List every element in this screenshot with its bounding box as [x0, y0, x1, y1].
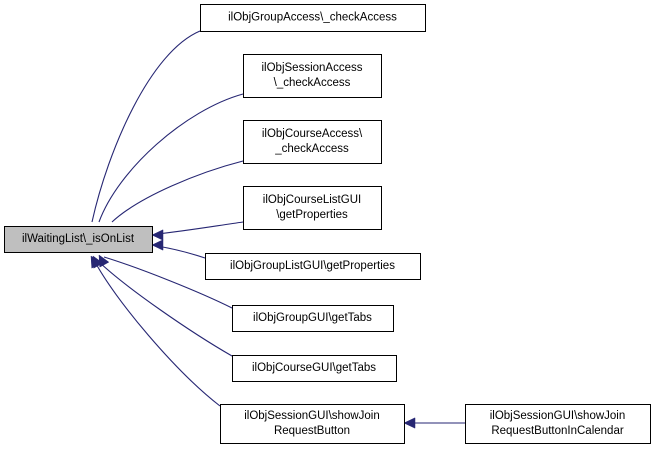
- arrowhead-icon: [151, 239, 164, 251]
- node-label: ilObjSessionAccess: [262, 62, 363, 74]
- edge-n8-to-root: [90, 255, 221, 407]
- edge-n4-to-root: [151, 221, 244, 241]
- graph-node-ilobjsessionaccess-checkaccess[interactable]: ilObjSessionAccess \_checkAccess: [243, 54, 382, 98]
- arrowhead-icon: [403, 417, 416, 429]
- graph-node-ilobjgroupaccess-checkaccess[interactable]: ilObjGroupAccess\_checkAccess: [200, 4, 426, 32]
- graph-node-ilobjcourselistgui-getproperties[interactable]: ilObjCourseListGUI \getProperties: [243, 186, 382, 230]
- node-box[interactable]: [232, 355, 397, 382]
- arrowhead-icon: [151, 229, 164, 241]
- edges-layer: [86, 30, 465, 429]
- node-label: ilObjGroupAccess\_checkAccess: [228, 12, 397, 24]
- node-box[interactable]: [243, 186, 382, 230]
- node-label: ilObjCourseGUI\getTabs: [252, 362, 376, 374]
- graph-node-ilobjgrouplistgui-getproperties[interactable]: ilObjGroupListGUI\getProperties: [205, 253, 421, 280]
- node-label: RequestButton: [274, 425, 350, 437]
- graph-node-ilobjcoursegui-gettabs[interactable]: ilObjCourseGUI\getTabs: [232, 355, 397, 382]
- node-box[interactable]: [465, 404, 651, 444]
- node-label: ilObjSessionGUI\showJoin: [244, 410, 380, 422]
- node-box[interactable]: [232, 305, 394, 332]
- node-label: \_checkAccess: [274, 77, 351, 89]
- graph-node-ilwaitinglist-isonlist[interactable]: ilWaitingList\_isOnList: [4, 226, 153, 253]
- nodes-layer: ilObjGroupAccess\_checkAccess ilObjSessio…: [4, 4, 651, 444]
- arrowhead-icon: [98, 254, 110, 268]
- node-label: ilWaitingList\_isOnList: [22, 233, 135, 245]
- graph-node-ilobjcourseaccess-checkaccess[interactable]: ilObjCourseAccess\ _checkAccess: [243, 120, 382, 164]
- node-label: ilObjSessionGUI\showJoin: [490, 410, 626, 422]
- node-label: _checkAccess: [274, 143, 349, 155]
- graph-node-ilobjsessiongui-showjoinrequestbuttonincalendar[interactable]: ilObjSessionGUI\showJoinRequestButtonInC…: [465, 404, 651, 444]
- node-box[interactable]: [4, 226, 153, 253]
- node-box[interactable]: [205, 253, 421, 280]
- node-box[interactable]: [243, 54, 382, 98]
- node-box[interactable]: [200, 4, 426, 32]
- edge-n1-to-root: [86, 30, 201, 238]
- node-box[interactable]: [243, 120, 382, 164]
- node-label: ilObjGroupListGUI\getProperties: [230, 260, 395, 272]
- node-label: ilObjCourseListGUI: [263, 194, 361, 206]
- graph-node-ilobjgroupgui-gettabs[interactable]: ilObjGroupGUI\getTabs: [232, 305, 394, 332]
- arrowhead-icon: [90, 255, 102, 269]
- node-label: RequestButtonInCalendar: [491, 425, 624, 437]
- edge-n5-to-root: [151, 239, 206, 259]
- edge-n9-to-n8: [403, 417, 465, 429]
- node-box[interactable]: [220, 404, 405, 444]
- edge-n2-to-root: [93, 93, 244, 238]
- node-label: ilObjCourseAccess\: [262, 128, 363, 140]
- node-label: ilObjGroupGUI\getTabs: [253, 312, 372, 324]
- node-label: \getProperties: [276, 209, 348, 221]
